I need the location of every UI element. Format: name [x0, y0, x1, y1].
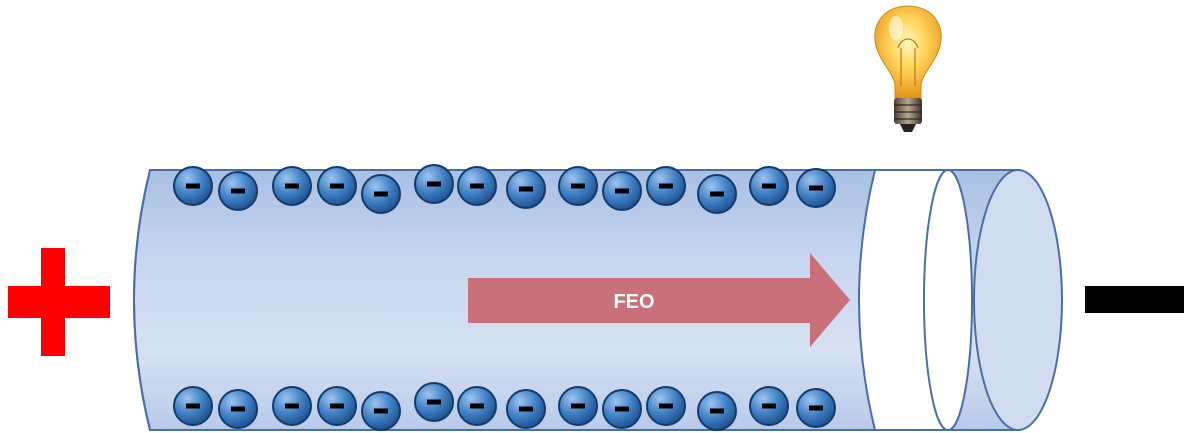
- cross-section-disc: [858, 169, 973, 431]
- electron-icon: [697, 174, 737, 214]
- electron-icon: [317, 386, 357, 426]
- electron-icon: [218, 171, 258, 211]
- electron-icon: [749, 386, 789, 426]
- electron-icon: [361, 391, 401, 431]
- electron-row-top: [173, 164, 836, 214]
- negative-terminal-icon: [1085, 286, 1184, 313]
- electron-icon: [272, 386, 312, 426]
- electron-icon: [796, 168, 836, 208]
- electron-icon: [218, 389, 258, 429]
- electron-icon: [602, 389, 642, 429]
- electron-icon: [361, 174, 401, 214]
- electron-icon: [796, 388, 836, 428]
- electron-icon: [558, 386, 598, 426]
- electron-icon: [272, 166, 312, 206]
- electron-icon: [697, 391, 737, 431]
- electron-icon: [558, 166, 598, 206]
- electron-icon: [457, 386, 497, 426]
- electron-icon: [602, 171, 642, 211]
- electron-icon: [317, 166, 357, 206]
- positive-terminal-icon: [8, 248, 110, 356]
- electron-icon: [646, 166, 686, 206]
- electron-icon: [457, 166, 497, 206]
- electron-row-bottom: [173, 382, 836, 431]
- electron-icon: [173, 166, 213, 206]
- electron-icon: [173, 386, 213, 426]
- light-bulb-icon: [874, 5, 942, 132]
- electron-icon: [506, 389, 546, 429]
- electron-icon: [414, 382, 454, 422]
- electron-icon: [414, 164, 454, 204]
- electron-icon: [506, 169, 546, 209]
- electron-icon: [749, 166, 789, 206]
- current-arrow: FEO: [468, 253, 850, 347]
- arrow-label: FEO: [613, 291, 654, 313]
- electron-icon: [646, 386, 686, 426]
